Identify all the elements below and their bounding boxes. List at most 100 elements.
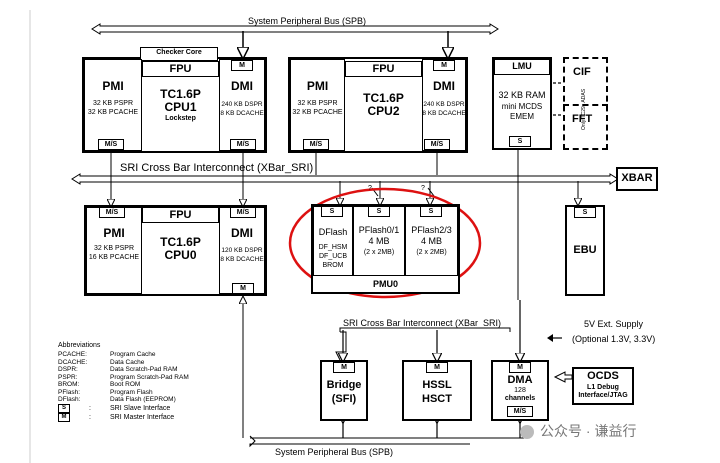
watermark-text: 公众号 · 谦益行 xyxy=(540,423,637,439)
abbrev-key: PFlash: xyxy=(58,388,81,396)
abbrev-key: DFlash: xyxy=(58,396,81,403)
abbrev-key: DSPR: xyxy=(58,366,78,373)
fft-label: FFT xyxy=(572,113,593,125)
abbrev-value: Data Cache xyxy=(110,358,145,366)
xbar-sri-bottom-bus xyxy=(335,300,520,360)
abbrev-key: DCACHE: xyxy=(58,358,88,366)
hssl-label: HSSL xyxy=(422,379,452,391)
cpu2-pmi-ms: M/S xyxy=(303,139,329,150)
pmu-highlight-ellipse xyxy=(288,187,482,299)
ext-supply-line1: 5V Ext. Supply xyxy=(584,319,644,329)
cpu0-pspr: 32 KB PSPR xyxy=(93,245,135,252)
abbrev-key: PCACHE: xyxy=(58,351,87,358)
cpu0-dmi-ms: M/S xyxy=(230,207,256,218)
cpu0-pmi-ms: M/S xyxy=(99,207,125,218)
cpu2-pspr: 32 KB PSPR xyxy=(297,100,338,107)
cpu0-fpu-label: FPU xyxy=(169,209,192,221)
cpu0-dcache: 8 KB DCACHE xyxy=(220,256,264,263)
dflash-ucb: DF_UCB xyxy=(318,253,347,260)
cpu0-pmi-title: PMI xyxy=(103,226,125,240)
pflash01-size: 4 MB xyxy=(368,236,390,246)
abbrev-s-colon: : xyxy=(89,405,91,412)
ext-supply-line2: (Optional 1.3V, 3.3V) xyxy=(572,334,656,344)
abbrev-key: PSPR: xyxy=(58,373,78,381)
cpu0-pcache: 16 KB PCACHE xyxy=(88,254,140,261)
abbrev-key: BROM: xyxy=(58,381,80,388)
cpu1-dmi-ms: M/S xyxy=(230,139,256,150)
cpu2-dcache: 8 KB DCACHE xyxy=(422,110,466,117)
pmu0-title: PMU0 xyxy=(372,279,398,289)
cpu2-pcache: 32 KB PCACHE xyxy=(292,109,343,116)
hssl-master: M xyxy=(426,362,448,373)
cpu1-fpu-label: FPU xyxy=(169,63,192,75)
pflash01-detail: (2 x 2MB) xyxy=(363,249,395,256)
pflash23-region xyxy=(405,206,458,276)
checker-core xyxy=(140,47,218,61)
dma-channels-label: channels xyxy=(504,395,536,402)
cpu2-dmi-title: DMI xyxy=(433,79,455,93)
cif-fft-divider xyxy=(563,104,608,108)
xbar-bottom-label: SRI Cross Bar Interconnect (XBar_SRI) xyxy=(343,318,502,328)
spb-bottom-label: System Peripheral Bus (SPB) xyxy=(275,447,394,457)
cpu2-fpu-label: FPU xyxy=(372,63,395,75)
abbrev-row: PSPR:Program Scratch-Pad RAM xyxy=(58,374,218,382)
pmu-question-2: ? xyxy=(421,185,425,192)
cpu1-name-1: TC1.6P xyxy=(160,87,201,101)
cpu1-dmi-title: DMI xyxy=(231,79,253,93)
xbar-sri-top-bus xyxy=(71,173,619,185)
cpu1-pspr: 32 KB PSPR xyxy=(92,100,134,107)
abbrev-row: BROM:Boot ROM xyxy=(58,381,218,389)
cif-fft-group xyxy=(563,57,608,150)
dflash-slave: S xyxy=(321,206,343,217)
abbrev-value: Program Flash xyxy=(110,388,153,396)
cpu0-fpu xyxy=(142,207,219,223)
dma-title: DMA xyxy=(507,374,533,386)
xbar-block xyxy=(616,167,658,191)
abbrev-row: DFlash:Data Flash (EEPROM) xyxy=(58,396,218,404)
abbrev-row: DSPR:Data Scratch-Pad RAM xyxy=(58,366,218,374)
dflash-region xyxy=(313,206,353,276)
pflash23-size: 4 MB xyxy=(420,236,442,246)
cpu2-pmi xyxy=(290,59,345,151)
cpu0-dmi-title: DMI xyxy=(231,226,253,240)
abbrev-s-desc: SRI Slave Interface xyxy=(110,405,171,412)
dma-master: M xyxy=(509,362,531,373)
cpu1-dmi xyxy=(219,59,265,151)
pflash23-detail: (2 x 2MB) xyxy=(416,249,447,256)
cpu1-dcache: 8 KB DCACHE xyxy=(220,110,264,117)
cpu2-dspr: 240 KB DSPR xyxy=(423,101,465,108)
bridge-master: M xyxy=(333,362,355,373)
ebu-title: EBU xyxy=(573,244,597,256)
pflash01-region xyxy=(353,206,405,276)
cpu1-name-2: CPU1 xyxy=(164,100,197,114)
spb-top-label: System Peripheral Bus (SPB) xyxy=(248,16,367,26)
cpu0-dmi-m: M xyxy=(232,283,254,294)
abbrev-m-colon: : xyxy=(89,414,91,421)
lmu-title: LMU xyxy=(512,61,532,71)
spb-top-bus xyxy=(91,23,499,56)
ocds-title: OCDS xyxy=(587,370,619,382)
cpu1-pmi xyxy=(84,59,142,151)
cif-label: CIF xyxy=(573,66,591,78)
cpu1-pmi-title: PMI xyxy=(102,79,124,93)
cpu2-name-2: CPU2 xyxy=(367,104,400,118)
wechat-icon xyxy=(520,425,534,439)
ocds-block xyxy=(572,367,634,405)
pflash23-slave: S xyxy=(420,206,442,217)
cpu2-fpu xyxy=(345,61,422,77)
pflash01-slave: S xyxy=(368,206,390,217)
cpu2-dmi-m: M xyxy=(433,60,455,71)
abbrev-m-desc: SRI Master Interface xyxy=(110,414,175,421)
abbrev-row: DCACHE: Data Cache xyxy=(58,359,218,367)
dma-ms: M/S xyxy=(507,406,533,417)
xbar-label: XBAR xyxy=(621,172,653,184)
lmu-slave: S xyxy=(509,136,531,147)
ebu-block xyxy=(565,205,605,296)
lmu-ram: 32 KB RAM xyxy=(498,90,546,100)
lmu-emem: EMEM xyxy=(510,112,534,121)
cpu1-pcache: 32 KB PCACHE xyxy=(87,109,139,116)
cpu1-dspr: 240 KB DSPR xyxy=(221,101,263,108)
dma-channels-count: 128 xyxy=(514,387,526,394)
